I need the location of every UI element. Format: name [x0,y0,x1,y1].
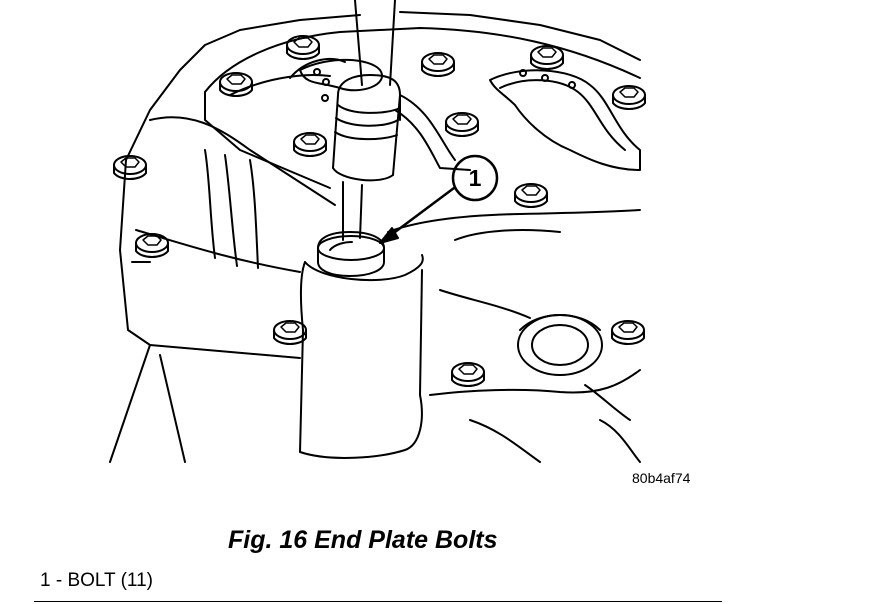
housing-body [135,116,641,463]
caption-divider [34,601,722,602]
end-plate-bolts-illustration: 1 [109,0,646,463]
figure-caption: Fig. 16 End Plate Bolts [228,526,498,554]
bolt-head [421,52,455,77]
bolt-head [451,362,485,387]
socket-wrench [332,0,401,241]
bolt-head [219,72,253,97]
bolt-head [286,35,320,60]
bolt-head [293,132,327,157]
bolt-boss [299,231,424,459]
callout-number: 1 [469,165,482,191]
end-plate [204,27,641,189]
legend-item-1: 1 - BOLT (11) [40,570,153,591]
bolt-head [445,112,479,137]
bolt-head [611,320,645,345]
bolt-head [530,45,564,70]
transmission-case [109,11,641,463]
bolt-head [113,155,147,180]
plate-passage-right [489,69,641,171]
figure-reference-code: 80b4af74 [632,470,691,486]
bolt-heads [113,35,646,387]
bolt-head [612,85,646,110]
bolt-head [273,320,307,345]
bolt-head [135,233,169,258]
plate-passage-left [299,58,383,92]
housing-bore [517,314,603,376]
bolt-head [514,183,548,208]
callout-1: 1 [379,154,499,244]
